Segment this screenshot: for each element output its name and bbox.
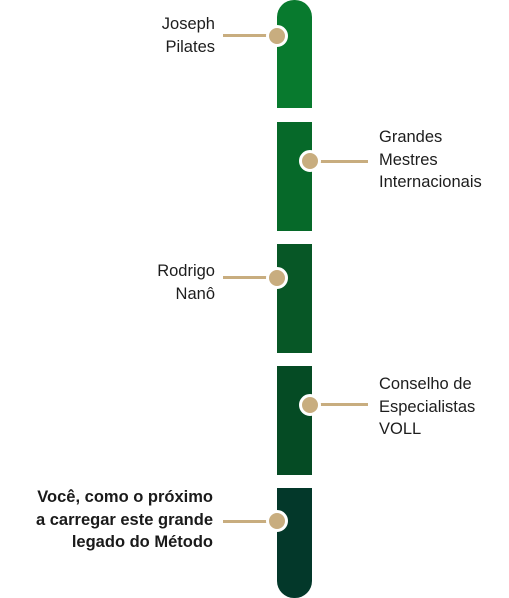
milestone-label-grandes-mestres: Grandes Mestres Internacionais	[379, 126, 482, 194]
label-line: legado do Método	[71, 533, 213, 551]
milestone-dot-5	[266, 510, 288, 532]
milestone-dot-3	[266, 267, 288, 289]
timeline-segment-1	[277, 0, 312, 108]
milestone-label-rodrigo-nano: Rodrigo Nanô	[157, 260, 215, 305]
timeline-segment-3	[277, 244, 312, 353]
label-line: Nanô	[175, 284, 215, 303]
label-line: Você, como o próximo	[37, 488, 213, 506]
label-line: Pilates	[165, 37, 215, 56]
label-line: Rodrigo	[157, 262, 215, 280]
connector-line-3	[223, 276, 279, 279]
timeline-segment-4	[277, 366, 312, 475]
milestone-label-voce: Você, como o próximo a carregar este gra…	[36, 486, 213, 554]
connector-line-1	[223, 34, 279, 37]
connector-line-2	[312, 160, 368, 163]
label-line: a carregar este grande	[35, 510, 213, 529]
label-line: Especialistas	[379, 397, 476, 416]
timeline-segment-2	[277, 122, 312, 231]
connector-line-4	[312, 403, 368, 406]
label-line: Joseph	[161, 15, 215, 33]
label-line: VOLL	[379, 420, 422, 438]
connector-line-5	[223, 520, 279, 523]
milestone-label-joseph-pilates: Joseph Pilates	[162, 13, 215, 58]
label-line: Mestres	[379, 150, 438, 169]
timeline-segment-5	[277, 488, 312, 598]
label-line: Internacionais	[379, 173, 482, 191]
label-line: Grandes	[379, 128, 443, 146]
milestone-label-conselho-voll: Conselho de Especialistas VOLL	[379, 373, 475, 441]
label-line: Conselho de	[379, 375, 472, 393]
milestone-dot-1	[266, 25, 288, 47]
milestone-dot-2	[299, 150, 321, 172]
milestone-dot-4	[299, 394, 321, 416]
